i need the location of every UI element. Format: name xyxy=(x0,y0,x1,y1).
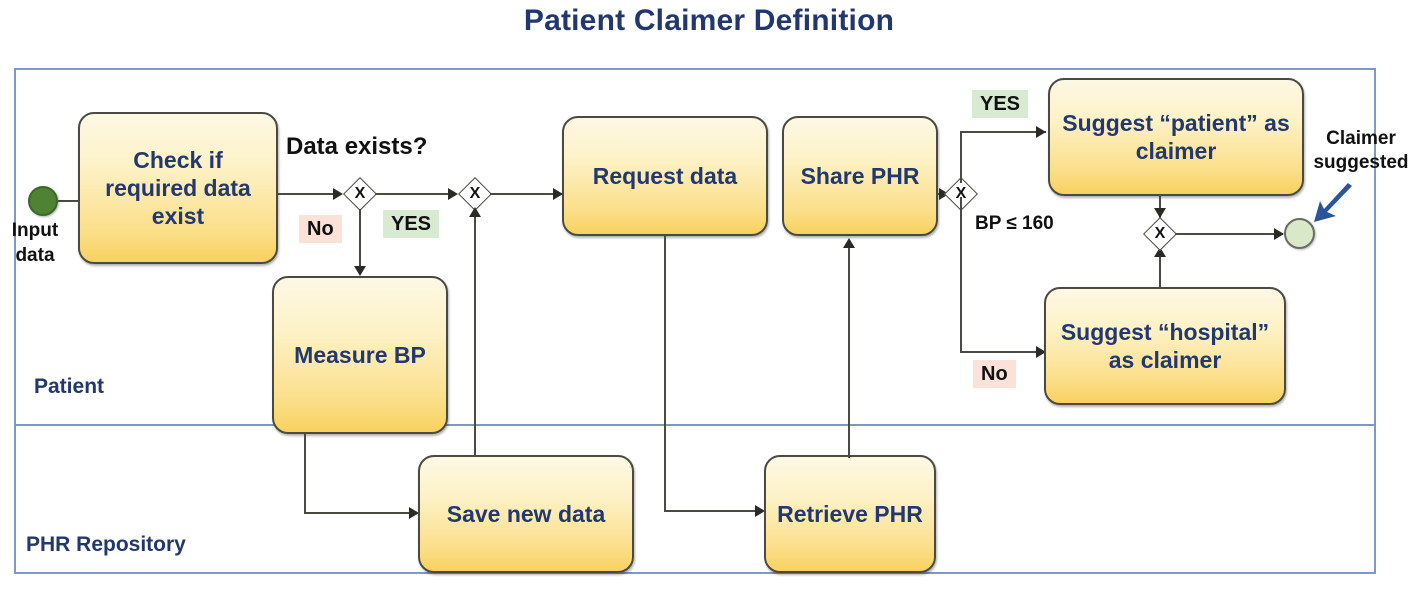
gateway-x-icon: X xyxy=(354,185,366,202)
flow-gateway3-yes-right xyxy=(960,131,1046,133)
task-check-data[interactable]: Check if required data exist xyxy=(78,112,278,264)
task-request-data[interactable]: Request data xyxy=(562,116,768,236)
bpmn-pool xyxy=(14,68,1376,574)
end-event-label-line2: suggested xyxy=(1313,152,1409,173)
arrowhead-to-requestdata xyxy=(553,188,563,200)
lane-divider xyxy=(14,424,1376,426)
arrowhead-to-gateway1 xyxy=(333,188,343,200)
arrowhead-to-savenewdata xyxy=(409,507,419,519)
arrowhead-to-gateway2 xyxy=(448,188,458,200)
flow-suggesthospital-to-gateway4 xyxy=(1159,250,1161,288)
end-event[interactable] xyxy=(1284,218,1315,249)
gateway-merge-data[interactable]: X xyxy=(458,177,492,211)
arrowhead-to-retrievephr xyxy=(755,505,765,517)
start-event-label-line1: Input xyxy=(11,220,59,241)
flow-gateway2-to-requestdata xyxy=(490,193,562,195)
gateway-data-exists-question: Data exists? xyxy=(286,133,428,160)
arrowhead-gateway4-top xyxy=(1154,208,1166,218)
gateway-merge-claimer[interactable]: X xyxy=(1143,217,1177,251)
flow-gateway3-yes-up xyxy=(960,131,962,183)
flow-label-bp-no: No xyxy=(973,360,1016,388)
task-measure-bp[interactable]: Measure BP xyxy=(272,276,448,434)
task-retrieve-phr[interactable]: Retrieve PHR xyxy=(764,455,936,573)
gateway-x-icon: X xyxy=(469,185,481,202)
task-suggest-patient[interactable]: Suggest “patient” as claimer xyxy=(1048,78,1304,196)
lane-label-phr-repository: PHR Repository xyxy=(26,533,186,556)
arrowhead-to-suggest-hospital xyxy=(1036,346,1046,358)
start-event-label-line2: data xyxy=(15,245,55,266)
gateway-bp-check[interactable]: X xyxy=(944,177,978,211)
start-event[interactable] xyxy=(28,186,58,216)
arrowhead-to-sharephr xyxy=(843,238,855,248)
flow-label-data-exists-no: No xyxy=(299,215,342,243)
arrowhead-to-gateway3 xyxy=(939,188,949,200)
gateway-data-exists[interactable]: X xyxy=(343,177,377,211)
arrowhead-to-end-event xyxy=(1274,228,1284,240)
arrowhead-gateway4-bottom xyxy=(1154,247,1166,257)
flow-gateway4-to-end xyxy=(1175,233,1283,235)
flow-gateway3-no-down xyxy=(960,197,962,353)
gateway-x-icon: X xyxy=(1154,225,1166,242)
gateway-bp-condition-label: BP ≤ 160 xyxy=(975,213,1054,234)
page-title: Patient Claimer Definition xyxy=(523,4,895,37)
flow-savenewdata-to-gateway2 xyxy=(474,210,476,462)
flow-gateway3-no-right xyxy=(960,351,1046,353)
flow-label-bp-yes: YES xyxy=(972,90,1029,118)
flow-measurebp-to-savenewdata xyxy=(304,512,416,514)
task-suggest-hospital[interactable]: Suggest “hospital” as claimer xyxy=(1044,287,1286,405)
arrowhead-to-measurebp xyxy=(354,266,366,276)
task-save-new-data[interactable]: Save new data xyxy=(418,455,634,573)
flow-retrievephr-to-sharephr xyxy=(848,242,850,458)
flow-gateway1-to-measurebp xyxy=(359,209,361,271)
flow-requestdata-down xyxy=(664,236,666,512)
flow-gateway1-to-gateway2 xyxy=(375,193,451,195)
task-share-phr[interactable]: Share PHR xyxy=(782,116,938,236)
pointer-arrow-icon xyxy=(1314,183,1352,222)
flow-measurebp-down xyxy=(304,434,306,514)
lane-label-patient: Patient xyxy=(34,375,105,398)
flow-requestdata-to-retrievephr xyxy=(664,510,762,512)
arrowhead-to-gateway2-merge xyxy=(469,207,481,217)
end-event-label-line1: Claimer xyxy=(1326,128,1396,149)
flow-start-to-check xyxy=(58,200,80,202)
gateway-x-icon: X xyxy=(955,185,967,202)
flow-label-data-exists-yes: YES xyxy=(383,210,440,238)
flow-check-to-gateway1 xyxy=(278,193,336,195)
arrowhead-to-suggest-patient xyxy=(1036,126,1046,138)
